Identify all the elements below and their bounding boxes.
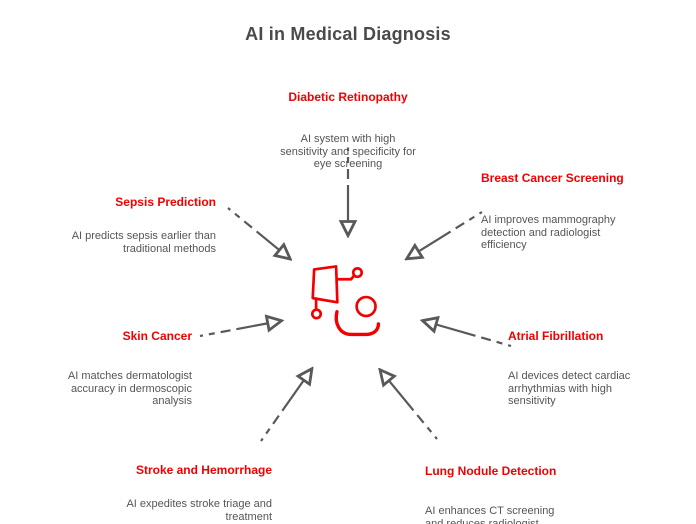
- node-lung-nodule-detection: Lung Nodule Detection AI enhances CT scr…: [425, 446, 625, 524]
- node-desc-atrial-fibrillation: AI devices detect cardiac arrhythmias wi…: [508, 370, 631, 407]
- arrow-lung-nodule-detection: [381, 371, 438, 440]
- node-desc-stroke-and-hemorrhage: AI expedites stroke triage and treatment: [126, 498, 272, 523]
- node-title-lung-nodule-detection: Lung Nodule Detection: [425, 464, 557, 478]
- node-desc-skin-cancer: AI matches dermatologist accuracy in der…: [67, 370, 192, 407]
- node-stroke-and-hemorrhage: Stroke and Hemorrhage AI expedites strok…: [72, 445, 272, 524]
- node-title-diabetic-retinopathy: Diabetic Retinopathy: [288, 90, 408, 104]
- screen-shape: [311, 265, 339, 304]
- node-desc-breast-cancer-screening: AI improves mammography detection and ra…: [481, 214, 616, 251]
- page-title: AI in Medical Diagnosis: [245, 24, 451, 44]
- node-diabetic-retinopathy: Diabetic Retinopathy AI system with high…: [248, 72, 448, 189]
- node-title-breast-cancer-screening: Breast Cancer Screening: [481, 171, 624, 185]
- node-skin-cancer: Skin Cancer AI matches dermatologist acc…: [12, 311, 192, 426]
- node-title-skin-cancer: Skin Cancer: [122, 329, 192, 343]
- node-title-stroke-and-hemorrhage: Stroke and Hemorrhage: [135, 463, 272, 477]
- arrow-sepsis-prediction: [227, 207, 289, 258]
- node-sepsis-prediction: Sepsis Prediction AI predicts sepsis ear…: [6, 177, 216, 273]
- node-desc-sepsis-prediction: AI predicts sepsis earlier than traditio…: [71, 230, 216, 255]
- node-title-sepsis-prediction: Sepsis Prediction: [115, 195, 216, 209]
- arrow-skin-cancer: [199, 321, 280, 338]
- ai-doctor-presentation-screen-icon: [310, 265, 381, 337]
- person-body-shape: [334, 310, 381, 337]
- arrow-breast-cancer-screening: [408, 211, 483, 258]
- node-breast-cancer-screening: Breast Cancer Screening AI improves mamm…: [481, 153, 681, 270]
- node-desc-diabetic-retinopathy: AI system with high sensitivity and spec…: [280, 133, 416, 170]
- node-atrial-fibrillation: Atrial Fibrillation AI devices detect ca…: [508, 311, 688, 426]
- arrow-atrial-fibrillation: [424, 321, 512, 348]
- arrow-stroke-and-hemorrhage: [260, 370, 311, 442]
- node-desc-lung-nodule-detection: AI enhances CT screening and reduces rad…: [425, 505, 555, 524]
- node-title-atrial-fibrillation: Atrial Fibrillation: [508, 329, 604, 343]
